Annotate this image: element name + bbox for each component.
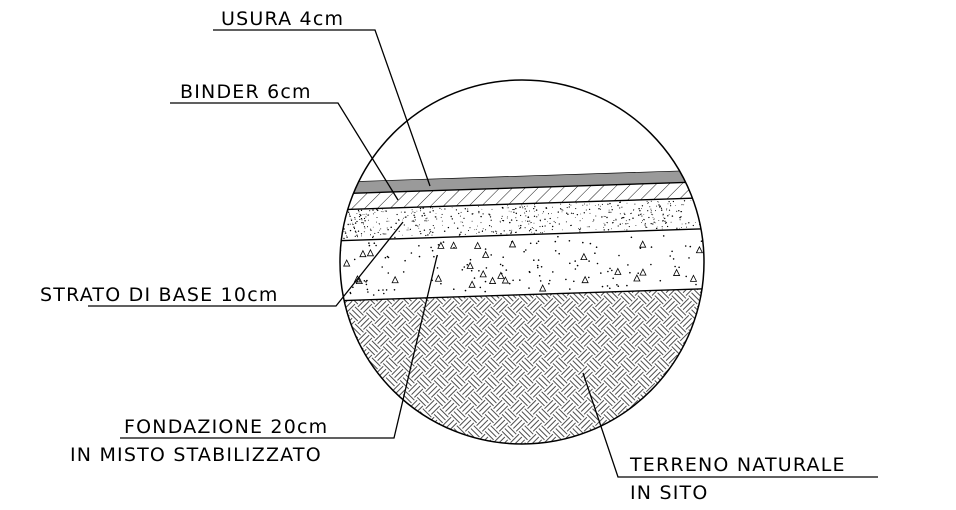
binder-label: BINDER 6cm: [180, 81, 312, 103]
leader-lines: [88, 29, 878, 478]
terreno-leader: [582, 372, 878, 478]
terreno-label-line2: IN SITO: [630, 482, 708, 504]
terreno-label-line1: TERRENO NATURALE: [629, 454, 846, 476]
strato-di-base-texture: [340, 199, 704, 240]
terreno-naturale-layer: [340, 287, 704, 444]
usura-label: USURA 4cm: [221, 8, 344, 30]
strato-base-label: STRATO DI BASE 10cm: [40, 284, 279, 306]
fondazione-leader: [120, 255, 438, 439]
fondazione-label-line1: FONDAZIONE 20cm: [124, 416, 328, 438]
usura-layer: [340, 168, 704, 195]
binder-leader: [170, 102, 399, 201]
fondazione-label-line2: IN MISTO STABILIZZATO: [70, 444, 322, 466]
strato-base-leader: [88, 221, 404, 307]
fondazione-aggregate-texture: [340, 235, 704, 296]
usura-leader: [213, 29, 431, 187]
detail-circle: [339, 79, 705, 445]
binder-layer: [340, 180, 704, 211]
